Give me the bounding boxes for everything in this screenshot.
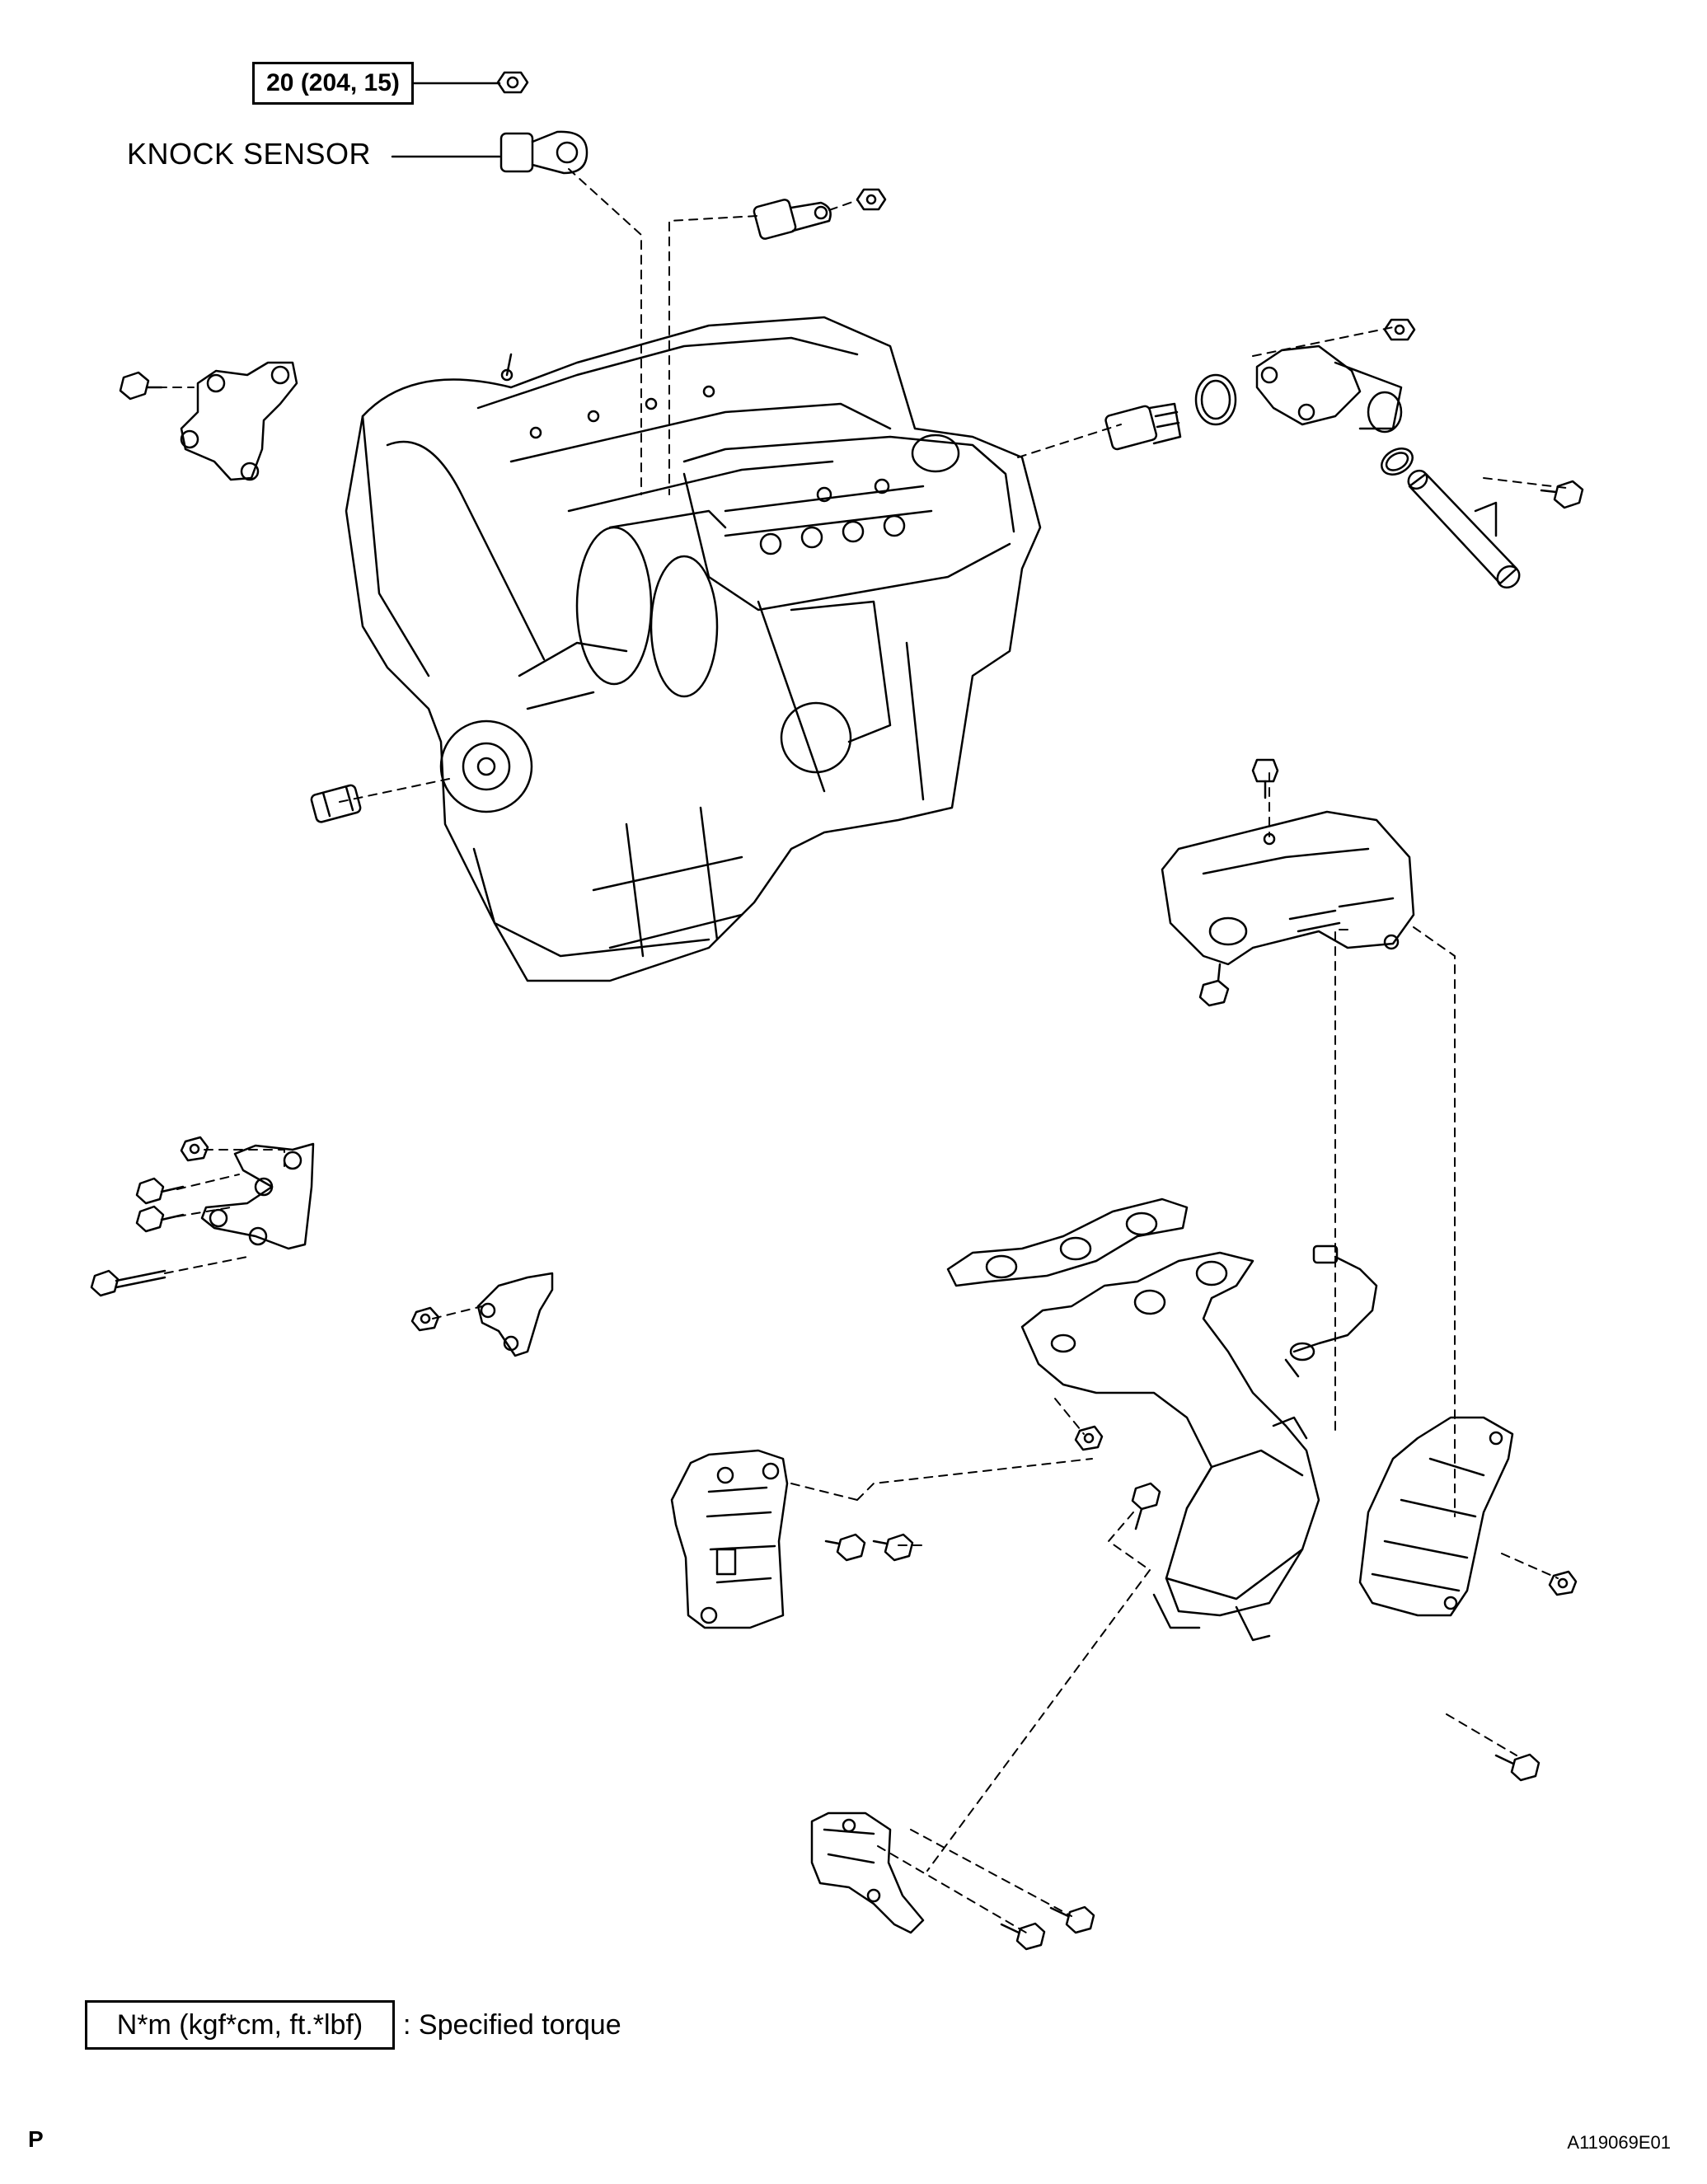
long-bolt-icon [90,1269,166,1297]
o-ring-icon [1381,448,1414,476]
oxygen-sensor-icon [1284,1244,1378,1378]
nut-icon [180,1136,209,1162]
knock-sensor-nut-icon [496,71,529,94]
bolt-icon [119,371,163,401]
bolt-icon [1049,1905,1095,1934]
nut-icon [1548,1570,1578,1596]
water-inlet-pipe-icon [1407,469,1521,589]
upper-heat-insulator-icon [1161,810,1415,966]
torque-spec-callout: 20 (204, 15) [252,62,414,105]
lower-engine-bracket-icon [200,1142,315,1250]
bolt-icon [135,1205,185,1233]
dashed-guide-lines [157,168,1567,1933]
second-sensor-icon [753,199,832,240]
upper-engine-mount-bracket [180,361,298,481]
bolt-icon [1000,1922,1046,1951]
bolt-icon [1131,1482,1161,1530]
page-section-letter: P [28,2126,44,2152]
manifold-lower-stay-icon [810,1811,925,1934]
oil-pressure-sensor-icon [310,784,362,823]
torque-legend-description: : Specified torque [403,2009,621,2041]
bolt-icon [135,1177,185,1205]
knock-sensor-label: KNOCK SENSOR [127,137,372,171]
water-inlet-housing-icon [1255,344,1403,434]
engine-assembly-icon [345,316,1042,982]
torque-unit-legend-box: N*m (kgf*cm, ft.*lbf) [85,2000,395,2050]
bolt-icon [872,1533,914,1562]
bolt-icon [1540,480,1584,509]
thermostat-icon [1104,402,1182,451]
small-bracket-icon [476,1272,554,1357]
nut-icon [410,1306,440,1332]
bolt-icon [1494,1753,1541,1782]
exhaust-manifold-gasket-icon [946,1197,1189,1287]
lower-heat-insulator-icon [1358,1416,1514,1617]
bolt-icon [1251,758,1279,799]
water-inlet-nut-icon [1383,318,1416,341]
second-sensor-nut-icon [856,188,887,211]
exhaust-manifold-converter-icon [1020,1251,1320,1642]
figure-identifier: A119069E01 [1567,2132,1671,2153]
knock-sensor-icon [499,130,589,175]
gasket-ring-icon [1194,373,1237,426]
nut-icon [1074,1425,1104,1451]
manifold-stay-icon [670,1449,789,1629]
bolt-icon [824,1533,866,1562]
bolt-icon [1198,963,1230,1007]
